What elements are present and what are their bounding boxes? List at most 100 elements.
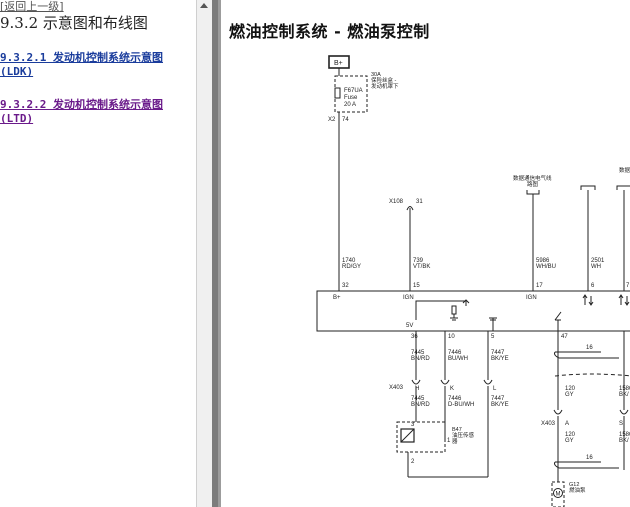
back-link[interactable]: [返回上一级]	[0, 0, 64, 13]
module-terminal-label: IGN	[403, 295, 414, 301]
toc-link-ltd[interactable]: 9.3.2.2 发动机控制系统示意图 (LTD)	[0, 98, 190, 126]
data-bus-label-2: 路图	[527, 180, 539, 188]
toc-link-ldk[interactable]: 9.3.2.1 发动机控制系统示意图 (LDK)	[0, 51, 190, 79]
x403-pin-label: H	[415, 386, 419, 392]
x108-connector-label: X108	[389, 199, 404, 205]
b47-sensor-desc: 油压传感	[452, 431, 475, 439]
internal-arrow-icon	[462, 299, 470, 304]
module-pin-label: 15	[413, 283, 420, 289]
navigation-pane: [返回上一级] 9.3.2 示意图和布线图 9.3.2.1 发动机控制系统示意图…	[0, 0, 196, 507]
x403-connector-label: X403	[541, 421, 556, 427]
wiring-diagram: B+ 30A 保险丝盒 - 发动机罩下 F67UA Fuse 20 A X2 7…	[316, 55, 630, 507]
wire-gauge-label: 16	[586, 345, 593, 351]
wire-circuit-label: 7446	[448, 350, 462, 356]
fuse-amperage: 20 A	[344, 102, 356, 108]
wire-circuit-label: 7447	[491, 396, 505, 402]
bidirectional-arrow-icon	[618, 294, 630, 306]
module-pin-label: 6	[591, 283, 595, 289]
wire-color-label: WH/BU	[536, 264, 556, 270]
pane-splitter[interactable]	[212, 0, 221, 507]
wire-circuit-label: 1740	[342, 258, 356, 264]
wire-color-label: BK/	[619, 392, 629, 398]
voltage-label: 5V	[406, 323, 413, 329]
x108-pin-label: 31	[416, 199, 423, 205]
fuse-box-desc-2: 发动机罩下	[371, 82, 399, 90]
wire-color-label: VT/BK	[413, 264, 430, 270]
module-terminal-label: IGN	[526, 295, 537, 301]
wire-color-label: BK/YE	[491, 356, 509, 362]
connector-pin-icon	[440, 379, 450, 385]
module-pin-label: 32	[342, 283, 349, 289]
content-pane: 燃油控制系统 - 燃油泵控制 B+ 30A 保险丝盒 - 发动机罩下 F67UA…	[221, 0, 630, 507]
wire-circuit-label: 7447	[491, 350, 505, 356]
connector-pin-icon	[483, 379, 493, 385]
wire-circuit-label: 739	[413, 258, 424, 264]
motor-symbol: M	[556, 492, 561, 498]
resistor-icon	[451, 305, 457, 315]
x403-connector-label: X403	[389, 385, 404, 391]
fuse-box-desc: 保险丝盒 -	[371, 76, 397, 84]
fuse-name: F67UA	[344, 88, 363, 94]
wire-circuit-label: 120	[565, 432, 576, 438]
g12-pump-box	[551, 481, 565, 507]
x403-pin-label: K	[450, 386, 454, 392]
data-bus-label: 数据通信电气线	[513, 174, 552, 182]
connector-pin-icon	[619, 409, 629, 415]
toc-link-ltd-label: 9.3.2.2 发动机控制系统示意图 (LTD)	[0, 98, 163, 125]
left-pane-scrollbar[interactable]	[196, 0, 212, 507]
wire-color-label: WH	[591, 264, 601, 270]
wire-circuit-label: 7446	[448, 396, 462, 402]
wire-circuit-label: 120	[565, 386, 576, 392]
connector-pin-icon	[411, 379, 421, 385]
module-terminal-label: B+	[333, 295, 341, 301]
data-bus-label-right: 数据	[619, 166, 630, 174]
section-title: 9.3.2 示意图和布线图	[0, 14, 148, 32]
x403-pin-label: A	[565, 421, 569, 427]
wire-color-label: D-BU/WH	[448, 402, 474, 408]
wire-color-label: GY	[565, 392, 574, 398]
module-pin-label: 7	[626, 283, 630, 289]
bidirectional-arrow-icon	[582, 294, 594, 306]
module-pin-label: 36	[411, 334, 418, 340]
wire-gauge-label: 16	[586, 455, 593, 461]
wire-circuit-label: 1586	[619, 432, 630, 438]
toc-link-ldk-label: 9.3.2.1 发动机控制系统示意图 (LDK)	[0, 51, 163, 78]
wire-circuit-label: 7445	[411, 396, 425, 402]
wire-color-label: BU/WH	[448, 356, 468, 362]
wire-circuit-label: 1586	[619, 386, 630, 392]
wire-circuit-label: 5986	[536, 258, 550, 264]
connector-pin-icon	[553, 409, 563, 415]
wire-color-label: RD/GY	[342, 264, 361, 270]
g12-pump-desc: 燃油泵	[569, 486, 586, 494]
pressure-sensor-icon	[400, 428, 415, 443]
wire-color-label: BK/	[619, 438, 629, 444]
page-title: 燃油控制系统 - 燃油泵控制	[229, 22, 430, 41]
b47-sensor-box	[396, 421, 446, 453]
sensor-pin-label: 2	[411, 459, 415, 465]
wire-color-label: BN/RD	[411, 356, 430, 362]
x108-connector-icon	[406, 206, 414, 211]
switch-icon	[554, 311, 562, 321]
battery-supply-label: B+	[334, 60, 343, 67]
module-pin-label: 5	[491, 334, 495, 340]
scroll-up-arrow-icon[interactable]	[200, 3, 208, 8]
module-pin-label: 47	[561, 334, 568, 340]
fuel-pump-motor-icon	[553, 488, 563, 498]
pane-splitter-edge	[218, 0, 221, 507]
sensor-pin-label: 1	[447, 438, 451, 444]
wire-color-label: BN/RD	[411, 402, 430, 408]
wire-color-label: BK/YE	[491, 402, 509, 408]
module-pin-label: 10	[448, 334, 455, 340]
wire-circuit-label: 2501	[591, 258, 605, 264]
fuse-type: Fuse	[344, 95, 358, 101]
fuse-box-rating: 30A	[371, 72, 381, 78]
x403-pin-label: S	[619, 421, 623, 427]
wire-circuit-label: 7445	[411, 350, 425, 356]
fuse-pin-label: 74	[342, 117, 349, 123]
sensor-pin-label: 3	[411, 422, 415, 428]
fuse-connector-label: X2	[328, 117, 336, 123]
g12-pump-name: G12	[569, 482, 579, 488]
b47-sensor-name: B47	[452, 427, 462, 433]
fuse-icon	[334, 87, 341, 99]
shield-dashed-line	[554, 373, 630, 377]
